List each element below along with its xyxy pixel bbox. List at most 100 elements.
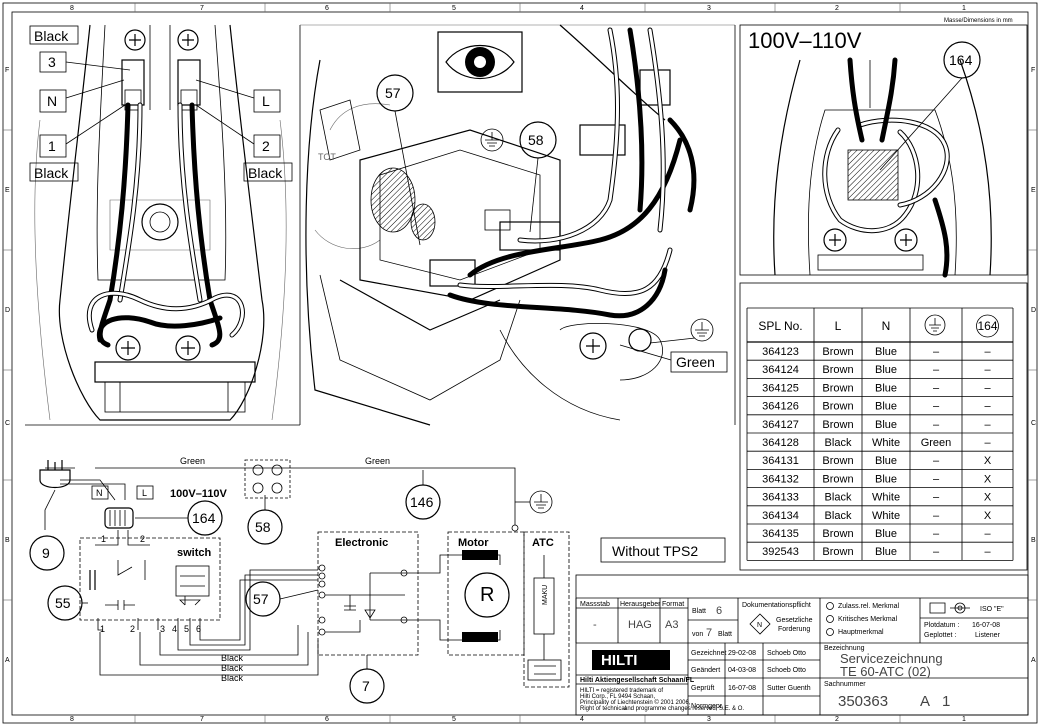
title-block: Massstab - Herausgeber HAG Format A3 Bla… — [575, 574, 1029, 716]
spl-header-1: L — [835, 319, 842, 333]
handle-tag-l: L — [262, 93, 270, 109]
format-label: Format — [662, 601, 684, 608]
legal-requirement-icon — [749, 613, 771, 635]
spl-cell: – — [933, 492, 940, 504]
spl-cell: White — [872, 437, 900, 449]
schematic-tag-l: L — [142, 488, 147, 498]
spl-cell: – — [933, 510, 940, 522]
spl-cell: Blue — [875, 346, 897, 358]
legal-line-2: Hilti Corp., FL 9494 Schaan, — [580, 694, 655, 700]
view-direction-box — [437, 31, 523, 93]
schematic-tag-n: N — [96, 488, 103, 498]
spl-header-2: N — [882, 319, 891, 333]
spl-cell: – — [933, 382, 940, 394]
spl-cell: 392543 — [762, 546, 799, 558]
geplottet-value: Listener — [975, 632, 1001, 639]
spl-cell: 364135 — [762, 528, 799, 540]
callout-164-coil: 164 — [949, 52, 973, 68]
grid-row-f: F — [5, 67, 9, 74]
callout-164-schematic: 164 — [192, 510, 216, 526]
ground-symbol-icon — [529, 490, 553, 514]
grid-row-d-right: D — [1031, 307, 1036, 314]
grid-row-b-right: B — [1031, 537, 1036, 544]
switch-label: switch — [177, 547, 212, 559]
callout-146-schematic: 146 — [410, 494, 434, 510]
grid-col-4-bottom: 4 — [580, 716, 584, 723]
schematic-green-1: Green — [180, 456, 205, 466]
spl-cell: – — [933, 401, 940, 413]
schematic-green-2: Green — [365, 456, 390, 466]
spl-cell: Brown — [822, 546, 853, 558]
spl-cell: – — [984, 528, 991, 540]
kritisch-label: Kritisches Merkmal — [838, 616, 898, 623]
spl-cell: Brown — [822, 473, 853, 485]
switch-term-2b: 2 — [140, 534, 145, 544]
gezeichnet-date: 29-02-08 — [728, 650, 756, 657]
spl-cell: X — [984, 492, 992, 504]
kritisch-symbol-icon — [826, 615, 834, 623]
spl-cell: – — [984, 346, 991, 358]
handle-tag-3: 3 — [48, 54, 56, 70]
grid-col-7: 7 — [200, 5, 204, 12]
motor-symbol: R — [480, 584, 494, 606]
revision-a: A — [920, 693, 930, 710]
spl-cell: Blue — [875, 382, 897, 394]
spl-cell: 364128 — [762, 437, 799, 449]
spl-cell: Brown — [822, 382, 853, 394]
legal-line-3: Principality of Liechtenstein © 2001 200… — [580, 699, 691, 706]
handle-tag-black-right: Black — [248, 165, 283, 181]
panel-handle-view: Black 3 N L 1 2 Black Black — [25, 24, 301, 426]
blatt2-label: Blatt — [718, 631, 732, 638]
maku-label: MAKU — [542, 585, 549, 605]
grid-row-e-right: E — [1031, 187, 1036, 194]
geaendert-name: Schoeb Otto — [767, 667, 806, 674]
geaendert-date: 04-03-08 — [728, 667, 756, 674]
spl-cell: Blue — [875, 528, 897, 540]
switch-term-2: 2 — [130, 624, 135, 634]
spl-cell: 364123 — [762, 346, 799, 358]
geplottet-label: Geplottet : — [924, 632, 956, 639]
handle-tag-2: 2 — [262, 138, 270, 154]
dokpflicht-label: Dokumentationspflicht — [742, 602, 811, 609]
gesetz-label-1: Gesetzliche — [776, 617, 813, 624]
housing-embossed-mark: TOT — [318, 152, 336, 162]
format-value: A3 — [665, 619, 678, 631]
spl-cell: 364132 — [762, 473, 799, 485]
spl-cell: – — [933, 546, 940, 558]
handle-tag-black-top: Black — [34, 28, 69, 44]
spl-cell: – — [984, 364, 991, 376]
spl-cell: 364126 — [762, 401, 799, 413]
spl-cell: – — [984, 437, 991, 449]
plotdatum-value: 16-07-08 — [972, 622, 1000, 629]
spl-cell: Blue — [875, 364, 897, 376]
switch-term-6: 6 — [196, 624, 201, 634]
spl-cell: Blue — [875, 419, 897, 431]
zulass-symbol-icon — [826, 602, 834, 610]
callout-57-schematic: 57 — [253, 591, 269, 607]
mains-plug-icon — [39, 460, 71, 530]
herausgeber-value: HAG — [628, 619, 652, 631]
legal-line-1: HILTI = registered trademark of — [580, 688, 663, 694]
spl-cell: – — [933, 346, 940, 358]
spl-cell: – — [933, 364, 940, 376]
herausgeber-label: Herausgeber — [620, 601, 661, 608]
callout-58-schematic: 58 — [255, 519, 271, 535]
grid-col-5: 5 — [452, 5, 456, 12]
eye-icon — [445, 44, 515, 80]
sachnummer-value: 350363 — [838, 693, 888, 710]
blatt-label: Blatt — [692, 608, 706, 615]
schematic-voltage: 100V–110V — [170, 488, 228, 500]
grid-col-8-bottom: 8 — [70, 716, 74, 723]
spl-cell: 364134 — [762, 510, 799, 522]
spl-cell: Blue — [875, 473, 897, 485]
switch-term-4: 4 — [172, 624, 177, 634]
panel-motor-housing-view: TOT — [300, 24, 736, 426]
spl-cell: Brown — [822, 528, 853, 540]
geprueft-name: Sutter Guenth — [767, 685, 811, 692]
haupt-symbol-icon — [826, 628, 834, 636]
spl-table-grid — [746, 307, 1014, 561]
spl-cell: Black — [825, 437, 852, 449]
geaendert-label: Geändert — [691, 667, 720, 674]
massstab-value: - — [593, 619, 597, 631]
